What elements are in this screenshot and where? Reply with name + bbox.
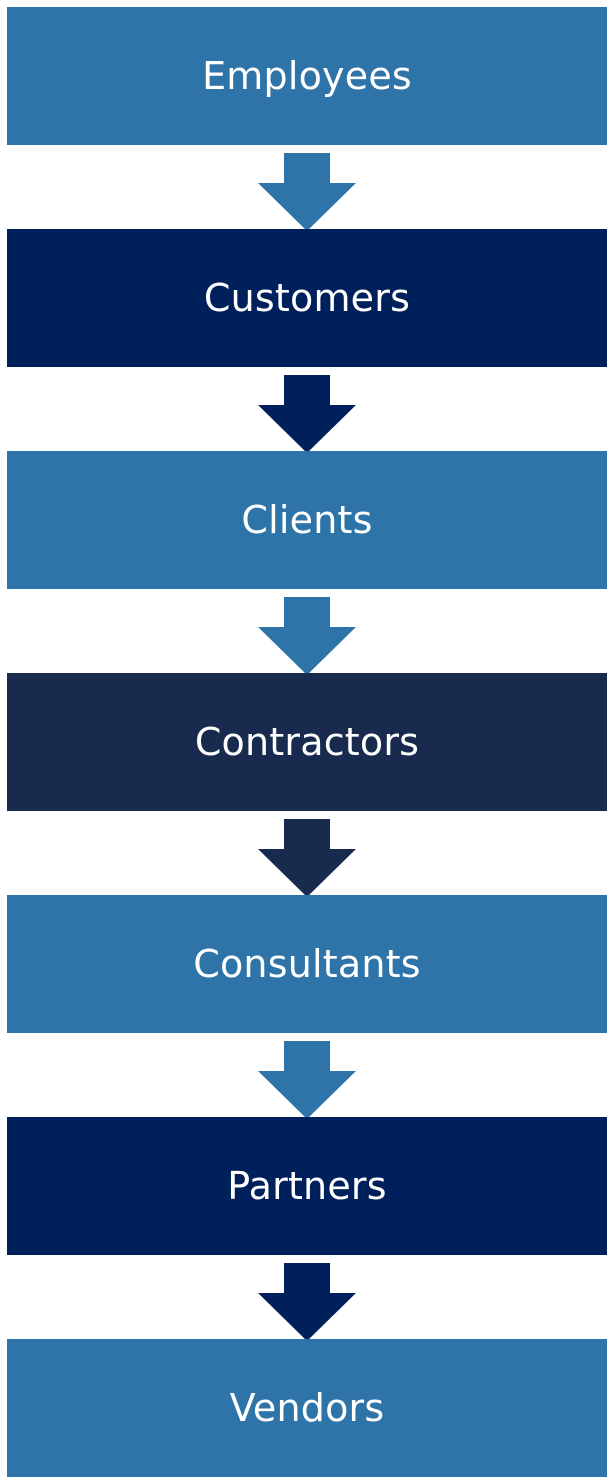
down-arrow-icon <box>258 819 356 897</box>
down-arrow-icon <box>258 153 356 231</box>
down-arrow-icon <box>258 1041 356 1119</box>
down-arrow-icon <box>258 597 356 675</box>
step-vendors: Vendors <box>7 1339 607 1477</box>
step-contractors: Contractors <box>7 673 607 811</box>
step-customers: Customers <box>7 229 607 367</box>
down-arrow-icon <box>258 375 356 453</box>
step-consultants: Consultants <box>7 895 607 1033</box>
step-employees: Employees <box>7 7 607 145</box>
step-partners: Partners <box>7 1117 607 1255</box>
step-clients: Clients <box>7 451 607 589</box>
down-arrow-icon <box>258 1263 356 1341</box>
